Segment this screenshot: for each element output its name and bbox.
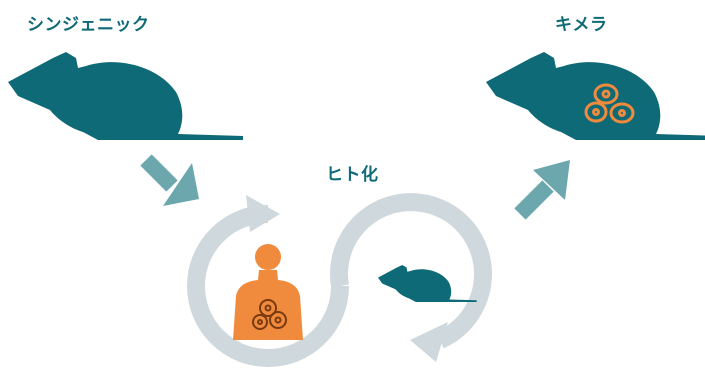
label-syngeneic: シンジェニック	[27, 10, 150, 35]
arrow-up-right-icon	[520, 160, 570, 214]
label-humanized: ヒト化	[326, 160, 379, 185]
small-mouse-icon	[378, 265, 477, 302]
label-chimera: キメラ	[555, 10, 608, 35]
human-icon	[233, 244, 303, 340]
arrow-down-right-icon	[146, 160, 199, 206]
syngeneic-mouse-icon	[8, 52, 243, 140]
cycle-arrow-icon	[246, 195, 280, 232]
